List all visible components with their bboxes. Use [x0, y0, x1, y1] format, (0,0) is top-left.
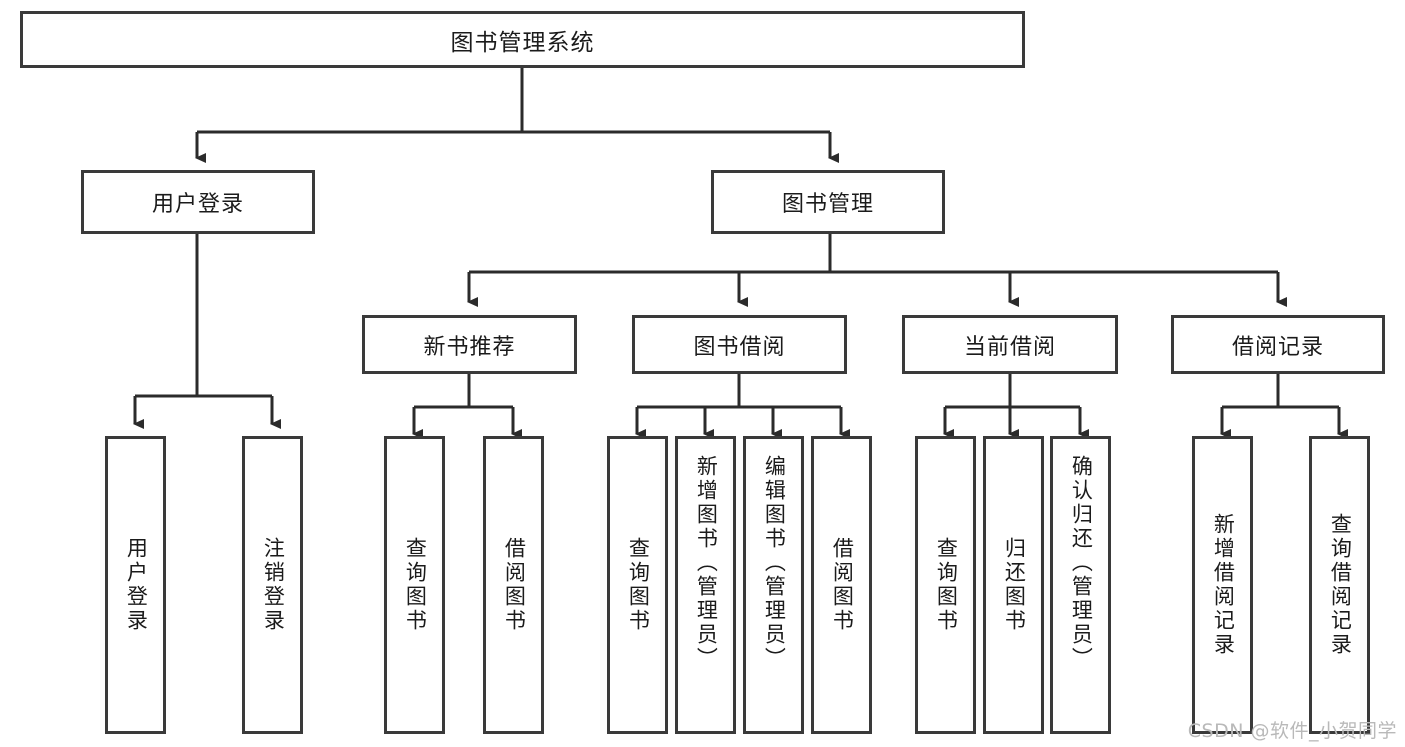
leaf-new-book-borrow-book[interactable]: 借阅图书: [483, 436, 544, 734]
leaf-book-borrow-query-book[interactable]: 查询图书: [607, 436, 668, 734]
node-label: 查询图书: [934, 537, 959, 633]
leaf-book-borrow-borrow-book[interactable]: 借阅图书: [811, 436, 872, 734]
node-user-login[interactable]: 用户登录: [81, 170, 315, 234]
node-label: 注销登录: [261, 537, 286, 633]
node-label: 借阅图书: [830, 537, 855, 633]
node-label: 借阅记录: [1231, 334, 1324, 360]
node-label: 图书管理系统: [450, 29, 595, 56]
leaf-current-borrow-confirm-return-admin[interactable]: 确认归还（管理员）: [1050, 436, 1111, 734]
node-label: 新书推荐: [423, 334, 516, 360]
node-label: 确认归还（管理员）: [1069, 455, 1094, 671]
node-label: 编辑图书（管理员）: [762, 455, 787, 671]
watermark: CSDN @软件_小贺同学: [1187, 720, 1397, 742]
node-current-borrow[interactable]: 当前借阅: [902, 315, 1118, 374]
node-label: 归还图书: [1002, 537, 1027, 633]
node-label: 图书借阅: [693, 334, 786, 360]
leaf-current-borrow-return-book[interactable]: 归还图书: [983, 436, 1044, 734]
leaf-borrow-record-query-record[interactable]: 查询借阅记录: [1309, 436, 1370, 734]
node-label: 借阅图书: [502, 537, 527, 633]
node-new-book-recommend[interactable]: 新书推荐: [362, 315, 577, 374]
node-label: 用户登录: [151, 192, 244, 217]
node-book-borrow[interactable]: 图书借阅: [632, 315, 847, 374]
node-book-management[interactable]: 图书管理: [711, 170, 945, 234]
node-label: 图书管理: [781, 192, 874, 217]
node-label: 新增图书（管理员）: [694, 455, 719, 671]
node-borrow-record[interactable]: 借阅记录: [1171, 315, 1385, 374]
node-label: 查询图书: [403, 537, 428, 633]
leaf-new-book-query-book[interactable]: 查询图书: [384, 436, 445, 734]
leaf-book-borrow-add-book-admin[interactable]: 新增图书（管理员）: [675, 436, 736, 734]
node-label: 用户登录: [124, 537, 149, 633]
leaf-book-borrow-edit-book-admin[interactable]: 编辑图书（管理员）: [743, 436, 804, 734]
node-label: 当前借阅: [963, 334, 1056, 360]
node-label: 查询借阅记录: [1328, 513, 1353, 657]
leaf-user-login-login[interactable]: 用户登录: [105, 436, 166, 734]
node-label: 查询图书: [626, 537, 651, 633]
node-root-book-management-system[interactable]: 图书管理系统: [20, 11, 1025, 68]
leaf-current-borrow-query-book[interactable]: 查询图书: [915, 436, 976, 734]
leaf-borrow-record-add-record[interactable]: 新增借阅记录: [1192, 436, 1253, 734]
leaf-user-login-logout[interactable]: 注销登录: [242, 436, 303, 734]
node-label: 新增借阅记录: [1211, 513, 1236, 657]
